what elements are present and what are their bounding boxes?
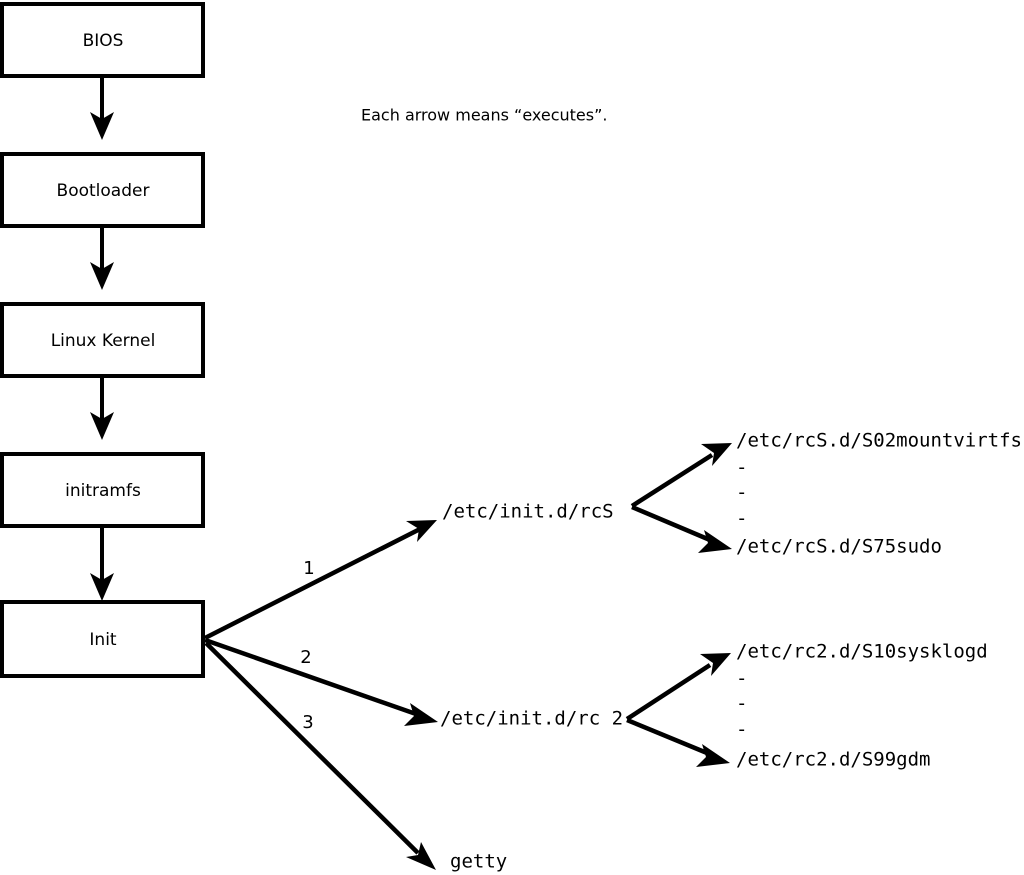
node-linux-kernel-rect xyxy=(0,302,205,378)
label-rc2-last-script[interactable]: /etc/rc2.d/S99gdm xyxy=(736,749,930,771)
init-branch-2: 2 xyxy=(204,637,438,726)
diagram-caption: Each arrow means “executes”. xyxy=(361,106,607,125)
node-init-rect xyxy=(0,600,205,678)
rcs-fanout-lower-line xyxy=(631,504,711,543)
rcs-fanout-lower-arrowhead xyxy=(698,530,732,553)
node-bootloader-label: Bootloader xyxy=(57,181,150,201)
node-bios-rect xyxy=(0,2,205,78)
rcs-ellipsis-dash-3: - xyxy=(736,508,747,530)
node-bootloader[interactable]: Bootloader xyxy=(0,152,205,228)
init-branch-1-arrowhead xyxy=(406,520,437,542)
chain-connectors xyxy=(90,76,114,601)
rcs-fanout xyxy=(630,443,732,553)
label-init-d-rc2[interactable]: /etc/init.d/rc 2 xyxy=(440,708,623,730)
label-init-d-rcs[interactable]: /etc/init.d/rcS xyxy=(442,501,614,523)
rc2-fanout-lower-line xyxy=(626,717,708,756)
rcs-ellipsis-dash-2: - xyxy=(736,482,747,504)
rc2-ellipsis-dash-2: - xyxy=(736,693,747,715)
arrowhead-bootloader-kernel xyxy=(90,262,114,290)
init-branch-3-number: 3 xyxy=(302,712,313,733)
node-initramfs-label: initramfs xyxy=(65,481,141,501)
node-bootloader-rect xyxy=(0,152,205,228)
init-branch-1-number: 1 xyxy=(303,558,314,579)
init-branch-1-line xyxy=(203,524,426,641)
label-rcs-first-script[interactable]: /etc/rcS.d/S02mountvirtfs xyxy=(736,430,1022,452)
rc2-ellipsis-dash-3: - xyxy=(736,719,747,741)
rcs-fanout-upper-line xyxy=(630,453,714,508)
arrowhead-bios-bootloader xyxy=(90,112,114,140)
arrowhead-initramfs-init xyxy=(90,573,114,601)
rc2-fanout-lower-arrowhead xyxy=(696,744,730,767)
node-bios-label: BIOS xyxy=(83,31,124,51)
rcs-fanout-upper-arrowhead xyxy=(701,443,732,466)
init-branch-3-arrowhead xyxy=(406,842,436,870)
node-initramfs[interactable]: initramfs xyxy=(0,452,205,528)
label-rc2-first-script[interactable]: /etc/rc2.d/S10sysklogd xyxy=(736,641,988,663)
init-branch-2-arrowhead xyxy=(404,703,438,726)
rc2-fanout-upper-line xyxy=(625,663,712,721)
init-branch-3: 3 xyxy=(204,641,436,870)
rc2-fanout xyxy=(625,653,731,767)
rc2-ellipsis-dash-1: - xyxy=(736,668,747,690)
init-branch-2-number: 2 xyxy=(300,647,311,668)
node-init[interactable]: Init xyxy=(0,600,205,678)
rcs-ellipsis-dash-1: - xyxy=(736,457,747,479)
init-branch-2-line xyxy=(204,637,417,717)
label-rcs-last-script[interactable]: /etc/rcS.d/S75sudo xyxy=(736,536,942,558)
init-branch-3-line xyxy=(204,641,420,855)
node-linux-kernel[interactable]: Linux Kernel xyxy=(0,302,205,378)
rc2-fanout-upper-arrowhead xyxy=(700,653,731,676)
init-branch-1: 1 xyxy=(203,520,437,641)
node-initramfs-rect xyxy=(0,452,205,528)
node-linux-kernel-label: Linux Kernel xyxy=(51,331,156,351)
label-getty[interactable]: getty xyxy=(450,851,507,873)
node-init-label: Init xyxy=(89,630,117,650)
arrowhead-kernel-initramfs xyxy=(90,412,114,440)
node-bios[interactable]: BIOS xyxy=(0,2,205,78)
